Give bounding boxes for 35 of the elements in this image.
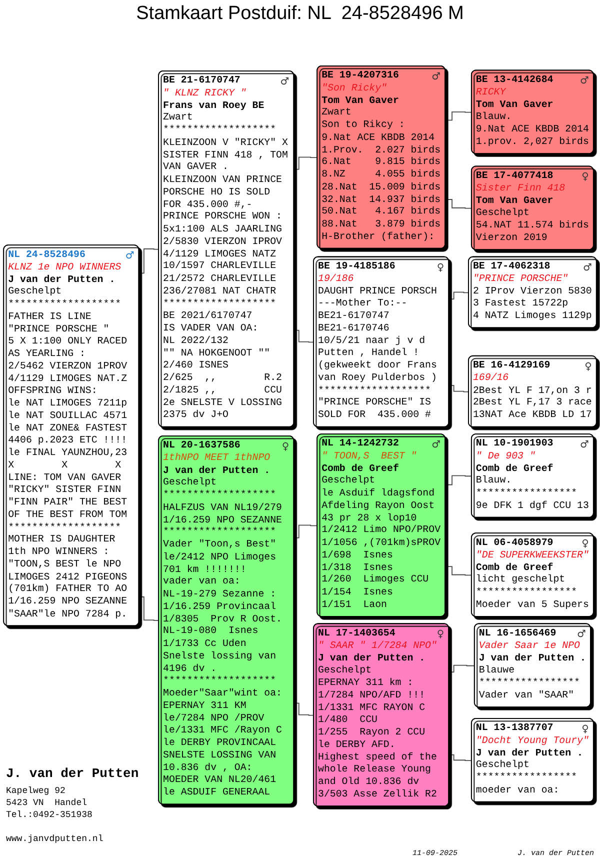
page-title: Stamkaart Postduif: NL 24-8528496 M (136, 3, 464, 25)
connector-line (448, 754, 472, 762)
pedigree-card: BE 21-6170747 ♂ " KLNZ RICKY " Frans van Roey BE Zwart ******************* KLEINZOON V "RICKY" X SISTER FINN 418 , TOM VAN GAVER . KLEINZOON VAN PRINCE PORSCHE HO IS SOLD FOR 435.000 #,- PRINCE PORSCHE WON : 5x1:100 ALS JAARLING 2/5830 VIERZON IPROV 4/1129 LIMOGES NATZ 10/1597 CHARLEVILLE 21/2572 CHARLEVILLE 236/27081 NAT CHATR ******************* BE 2021/6170747 IS VADER VAN OA: NL 2022/132 "" NA HOKGENOOT "" 2/460 ISNES 2/625 ,, R.2 2/1825 ,, CCU 2e SNELSTE V LOSSING 2375 dv J+O (158, 70, 294, 428)
street-address: Kapelweg 92 (6, 785, 66, 797)
connector-line (445, 566, 472, 576)
connector-line (294, 330, 314, 343)
pedigree-card: NL 17-1403654 ♀ " SAAR " 1/7284 NPO" J van der Putten . Geschelpt EPERNAY 311 km : 1/7284 NPO/AFD !!! 1/1331 MFC RAYON C 1/480 CCU 1/255 Rayon 2 CCU le DERBY AFD. Highest speed of the whole Release Young and Old 10.836 dv 3/503 Asse Zellik R2 (313, 623, 450, 806)
pedigree-card: BE 16-4129169 ♀ 169/16 2Best YL F 17,on 3 r 2Best YL F,17 3 race 13NAT Ace KBDB LD 17 (468, 355, 597, 428)
pedigree-card: NL 10-1901903 ♂ " De 903 " Comb de Greef Blauw. ***************** 9e DFK 1 dgf CCU 13 (470, 434, 594, 518)
connector-line (448, 384, 470, 392)
pedigree-card: NL 13-1387707 ♀ "Docht Young Toury" J van der Putten . Geschelpt ***************** moeder van oa: (470, 718, 594, 802)
connector-line (294, 156, 318, 170)
phone-number: Tel.:0492-351938 (6, 809, 92, 821)
connector-line (294, 524, 318, 538)
pedigree-card: BE 17-4062318 ♂ "PRINCE PORSCHE" 2 IProv Vierzon 5830 3 Fastest 15722p 4 NATZ Limoges 1129p (468, 256, 597, 328)
connector-line (445, 199, 472, 209)
connector-line (138, 248, 160, 274)
pedigree-card: BE 19-4185186 ♀ 19/186 DAUGHT PRINCE PORSCH ---Mother To:-- BE21-6170747 BE21-6170746 10/5/21 naar j v d Putten , Handel ! (gekweekt door Frans van Roey Pulderbos ) ******************* "PRINCE PORSCHE" IS SOLD FOR 435.000 # (313, 256, 450, 428)
web-address: www.janvdputten.nl (6, 833, 104, 845)
pedigree-card: BE 13-4142684 ♂ RICKY Tom Van Gaver Blauw. 9.Nat ACE KBDB 2014 1.prov. 2,027 birds (470, 70, 594, 154)
breeder-name: J. van der Putten (6, 765, 139, 782)
pedigree-card: NL 14-1242732 ♂ " TOON,S BEST " Comb de Greef Geschelpt le Asduif ldagsfond Afdeling Rayon Oost 43 pr 28 x lop10 1/2412 Limo NPO/PROV 1/1056 ,(701km)sPROV 1/698 Isnes 1/318 Isnes 1/260 Limoges CCU 1/154 Isnes 1/151 Laon (316, 434, 446, 617)
postal-address: 5423 VN Handel (6, 797, 88, 809)
connector-line (448, 292, 470, 300)
connector-line (448, 664, 476, 673)
connector-line (445, 475, 472, 486)
connector-line (294, 702, 314, 716)
pedigree-card: NL 16-1656469 ♂ Vader Saar 1e NPO J van der Putten . Blauwe ***************** Vader van "SAAR" (474, 623, 591, 708)
connector-line (445, 111, 472, 121)
connector-line (138, 596, 160, 621)
pedigree-card: NL 24-8528496 ♂ KLNZ 1e NPO WINNERS J van der Putten . Geschelpt ******************* FATHER IS LINE "PRINCE PORSCHE " 5 X 1:100 ONLY RACED AS YEARLING : 2/5462 VIERZON 1PROV 4/1129 LIMOGES NAT.Z OFFSPRING WINS: le NAT LIMOGES 7211p le NAT SOUILLAC 4571 le NAT ZONE& FASTEST 4406 p.2023 ETC !!!! le FINAL YAUNZHOU,23 X X X LINE: TOM VAN GAVER "RICKY" SISTER FINN "FINN PAIR" THE BEST OF THE BEST FROM TOM ******************* MOTHER IS DAUGHTER 1th NPO WINNERS : "TOON,S BEST le NPO LIMOGES 2412 PIGEONS (701km) FATHER TO AO 1/16.259 NPO SEZANNE "SAAR"le NPO 7284 p. (3, 244, 140, 626)
pedigree-card: NL 06-4058979 ♀ "DE SUPERKWEEKSTER" Comb de Greef licht geschelpt ***************** Moeder van 5 Supers (470, 532, 594, 617)
pedigree-card: BE 17-4077418 ♀ Sister Finn 418 Tom Van Gaver Geschelpt 54.NAT 11.574 birds Vierzon 2019 (470, 166, 594, 250)
pedigree-card: BE 19-4207316 ♂ "Son Ricky" Tom Van Gaver Zwart Son to Rikcy : 9.Nat ACE KBDB 2014 1.Prov. 2.027 birds 6.Nat 9.815 birds 8.NZ 4.055 birds 28.Nat 15.009 birds 32.Nat 14.937 birds 50.Nat 4.167 birds 88.Nat 3.879 birds H-Brother (father): (316, 66, 446, 249)
pedigree-card: NL 20-1637586 ♀ 1thNPO MEET 1thNPO J van der Putten . Geschelpt ******************* HALFZUS VAN NL19/279 1/16.259 NPO SEZANNE ******************* Vader "Toon,s Best" le/2412 NPO Limoges 701 km !!!!!!! vader van oa: NL-19-279 Sezanne : 1/16.259 Provincaal 1/8305 Prov R Oost. NL-19-080 Isnes 1/1733 Cc Uden Snelste lossing van 4196 dv . ******************* Moeder"Saar"wint oa: EPERNAY 311 KM le/7284 NPO /PROV le/1331 MFC /Rayon C le DERBY PROVINCAAL SNELSTE LOSSING VAN 10.836 dv , OA: MOEDER VAN NL20/461 le ASDUIF GENERAAL (158, 435, 294, 805)
